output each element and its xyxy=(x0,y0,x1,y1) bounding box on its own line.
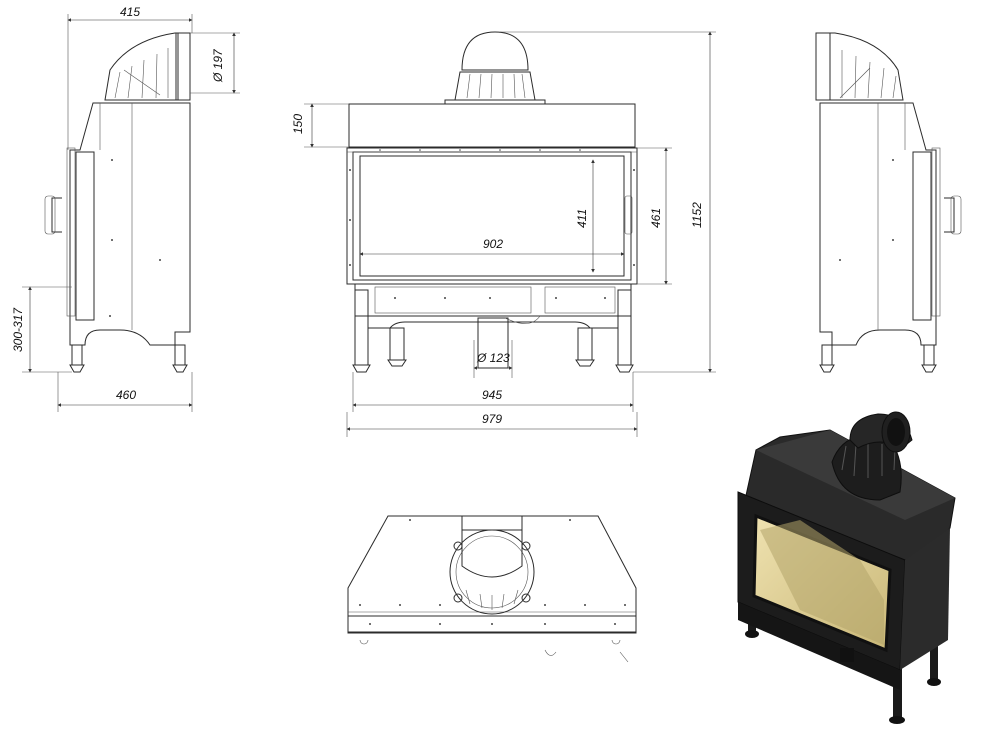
flue-front xyxy=(444,31,546,105)
left-side-view: 415 Ø 197 460 300-317 xyxy=(11,5,240,412)
right-side-body xyxy=(819,102,962,373)
dim-glass-height: 411 xyxy=(575,209,589,228)
front-door-frame xyxy=(346,147,638,285)
dim-bottom-outlet-diameter: Ø 123 xyxy=(476,351,510,365)
flue-elbow-left xyxy=(104,32,191,101)
left-side-body xyxy=(44,102,191,373)
dim-total-height: 1152 xyxy=(690,202,704,228)
front-view: 150 902 411 461 1152 Ø 123 945 9 xyxy=(291,31,716,437)
right-side-view xyxy=(815,32,962,373)
top-flue-collar xyxy=(449,529,535,615)
dim-side-depth-bottom: 460 xyxy=(116,388,136,402)
front-top-panel xyxy=(348,103,636,148)
dim-glass-width: 902 xyxy=(483,237,503,251)
flue-elbow-right xyxy=(815,32,904,101)
dim-door-height: 461 xyxy=(649,208,663,228)
left-dimensions: 415 Ø 197 460 300-317 xyxy=(11,5,240,412)
front-dimensions: 150 902 411 461 1152 Ø 123 945 9 xyxy=(291,31,716,437)
top-view xyxy=(347,515,637,663)
dim-top-panel-height: 150 xyxy=(291,114,305,134)
dim-leg-height: 300-317 xyxy=(11,307,25,352)
dim-flue-diameter: Ø 197 xyxy=(211,48,225,83)
dim-width-inner: 945 xyxy=(482,388,502,402)
dim-width-outer: 979 xyxy=(482,412,502,426)
fireplace-3d-render xyxy=(737,411,956,724)
dim-side-depth-top: 415 xyxy=(120,5,140,19)
